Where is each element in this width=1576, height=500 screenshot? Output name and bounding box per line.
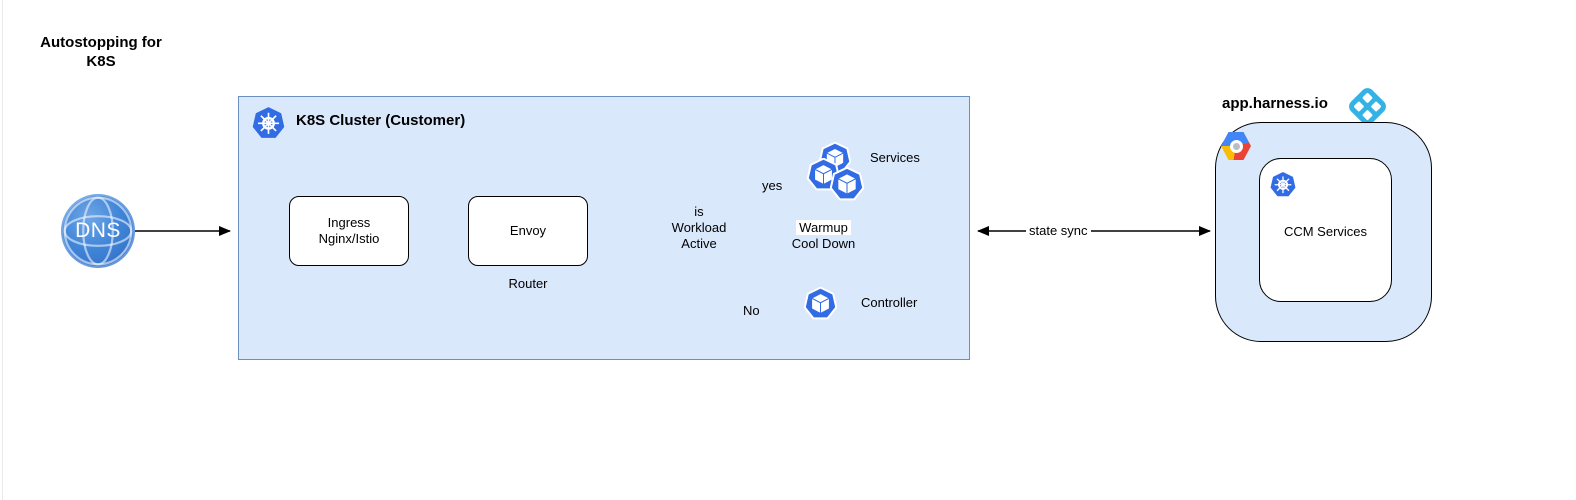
decision-label: is Workload Active [671,204,727,251]
no-edge-label: No [741,303,762,318]
warmup-cooldown-label: Warmup Cool Down [781,220,866,252]
envoy-node: Envoy [468,196,588,266]
globe-icon [63,196,133,266]
page-edge-line [2,0,3,500]
warmup-line: Warmup [796,220,851,235]
dns-node: DNS [61,194,135,268]
state-sync-label: state sync [1026,223,1091,238]
kubernetes-icon [252,107,285,138]
yes-edge-label: yes [760,178,785,193]
router-caption: Router [508,276,548,291]
dns-label: DNS [75,219,121,242]
ccm-services-label: CCM Services [1283,224,1368,239]
harness-logo-icon [1349,88,1386,125]
services-label: Services [870,150,920,165]
harness-domain-label: app.harness.io [1222,95,1328,112]
google-cloud-icon [1221,132,1251,160]
diagram-title: Autostopping for K8S [40,34,162,70]
pod-icon [830,167,864,201]
cooldown-line: Cool Down [791,236,856,251]
kubernetes-icon [1270,172,1296,197]
controller-label: Controller [861,295,918,310]
ingress-node: Ingress Nginx/Istio [289,196,409,266]
cluster-title: K8S Cluster (Customer) [296,112,466,129]
pod-icon [804,287,837,320]
